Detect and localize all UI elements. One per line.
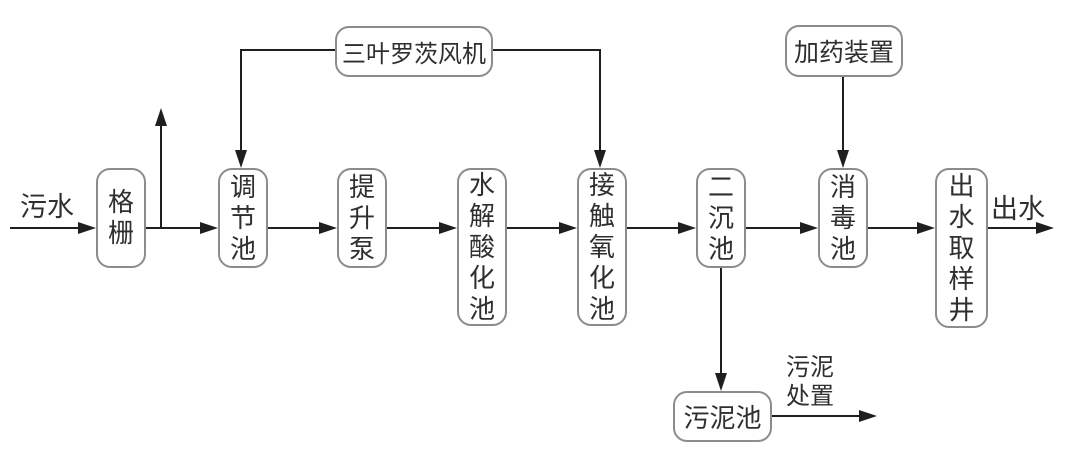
node-regulating-tank-label: 调节池 — [229, 172, 256, 264]
node-sludge-tank: 污泥池 — [673, 391, 772, 442]
edge-screen-to-regulating-tank-arrowhead — [200, 222, 218, 234]
edge-regulating-tank-to-lift-pump-line — [268, 227, 320, 229]
node-roots-blower-label: 三叶罗茨风机 — [342, 42, 486, 68]
edge-blower-to-contact-oxidation-arrowhead — [594, 150, 606, 168]
edge-contact-oxidation-to-sedimentation-arrowhead — [678, 222, 696, 234]
node-effluent-sampling-well: 出水取样井 — [935, 168, 988, 328]
edge-blower-to-contact-oxidation-vline — [599, 49, 601, 150]
node-sludge-tank-label: 污泥池 — [683, 404, 762, 433]
edge-sampling-well-to-effluent-arrowhead — [1036, 222, 1054, 234]
edge-influent-to-screen-arrowhead — [78, 222, 96, 234]
edge-blower-to-contact-oxidation-hline — [493, 49, 600, 51]
influent-label: 污水 — [20, 192, 74, 222]
edge-blower-to-regulating-tank-vline — [240, 49, 242, 150]
branch-up-after-screen-arrowhead — [155, 108, 167, 126]
node-disinfection-tank: 消毒池 — [818, 168, 868, 268]
node-screen-label: 格栅 — [107, 188, 134, 248]
edge-dosing-to-disinfection-arrowhead — [837, 150, 849, 168]
node-secondary-sedimentation-tank: 二沉池 — [696, 168, 746, 268]
edge-sludge-tank-to-disposal-line — [772, 415, 860, 417]
sludge-disposal-label-line2: 处置 — [786, 384, 834, 410]
edge-hydrolysis-to-contact-oxidation-arrowhead — [559, 222, 577, 234]
edge-blower-to-regulating-tank-arrowhead — [235, 150, 247, 168]
node-roots-blower: 三叶罗茨风机 — [335, 26, 493, 77]
node-hydrolysis-acidification-tank-label: 水解酸化池 — [468, 170, 495, 324]
node-contact-oxidation-tank-label: 接触氧化池 — [588, 170, 615, 324]
node-dosing-device: 加药装置 — [785, 25, 903, 77]
edge-sludge-tank-to-disposal-arrowhead — [859, 410, 877, 422]
edge-influent-to-screen-line — [10, 227, 80, 229]
edge-sedimentation-to-sludge-tank-line — [720, 268, 722, 373]
node-contact-oxidation-tank: 接触氧化池 — [577, 168, 627, 326]
edge-blower-to-regulating-tank-hline — [241, 49, 335, 51]
edge-regulating-tank-to-lift-pump-arrowhead — [319, 222, 337, 234]
node-lift-pump: 提升泵 — [337, 168, 387, 268]
edge-disinfection-to-sampling-well-line — [868, 227, 918, 229]
node-secondary-sedimentation-tank-label: 二沉池 — [707, 172, 734, 264]
node-effluent-sampling-well-label: 出水取样井 — [948, 171, 975, 325]
node-dosing-device-label: 加药装置 — [793, 40, 894, 67]
edge-screen-to-regulating-tank-line — [146, 227, 201, 229]
edge-lift-pump-to-hydrolysis-arrowhead — [439, 222, 457, 234]
edge-sedimentation-to-disinfection-line — [746, 227, 801, 229]
edge-sedimentation-to-disinfection-arrowhead — [800, 222, 818, 234]
edge-hydrolysis-to-contact-oxidation-line — [507, 227, 560, 229]
node-disinfection-tank-label: 消毒池 — [829, 172, 856, 264]
node-regulating-tank: 调节池 — [218, 168, 268, 268]
edge-disinfection-to-sampling-well-arrowhead — [917, 222, 935, 234]
node-lift-pump-label: 提升泵 — [348, 172, 375, 264]
sludge-disposal-label-line1: 污泥 — [786, 355, 834, 381]
branch-up-after-screen-line — [160, 126, 162, 228]
edge-sedimentation-to-sludge-tank-arrowhead — [715, 373, 727, 391]
edge-contact-oxidation-to-sedimentation-line — [627, 227, 679, 229]
node-hydrolysis-acidification-tank: 水解酸化池 — [457, 168, 507, 326]
edge-dosing-to-disinfection-line — [842, 77, 844, 150]
effluent-label: 出水 — [991, 194, 1045, 224]
edge-lift-pump-to-hydrolysis-line — [387, 227, 440, 229]
edge-sampling-well-to-effluent-line — [988, 227, 1036, 229]
node-screen: 格栅 — [96, 168, 146, 268]
sludge-disposal-label: 污泥 处置 — [786, 354, 834, 412]
